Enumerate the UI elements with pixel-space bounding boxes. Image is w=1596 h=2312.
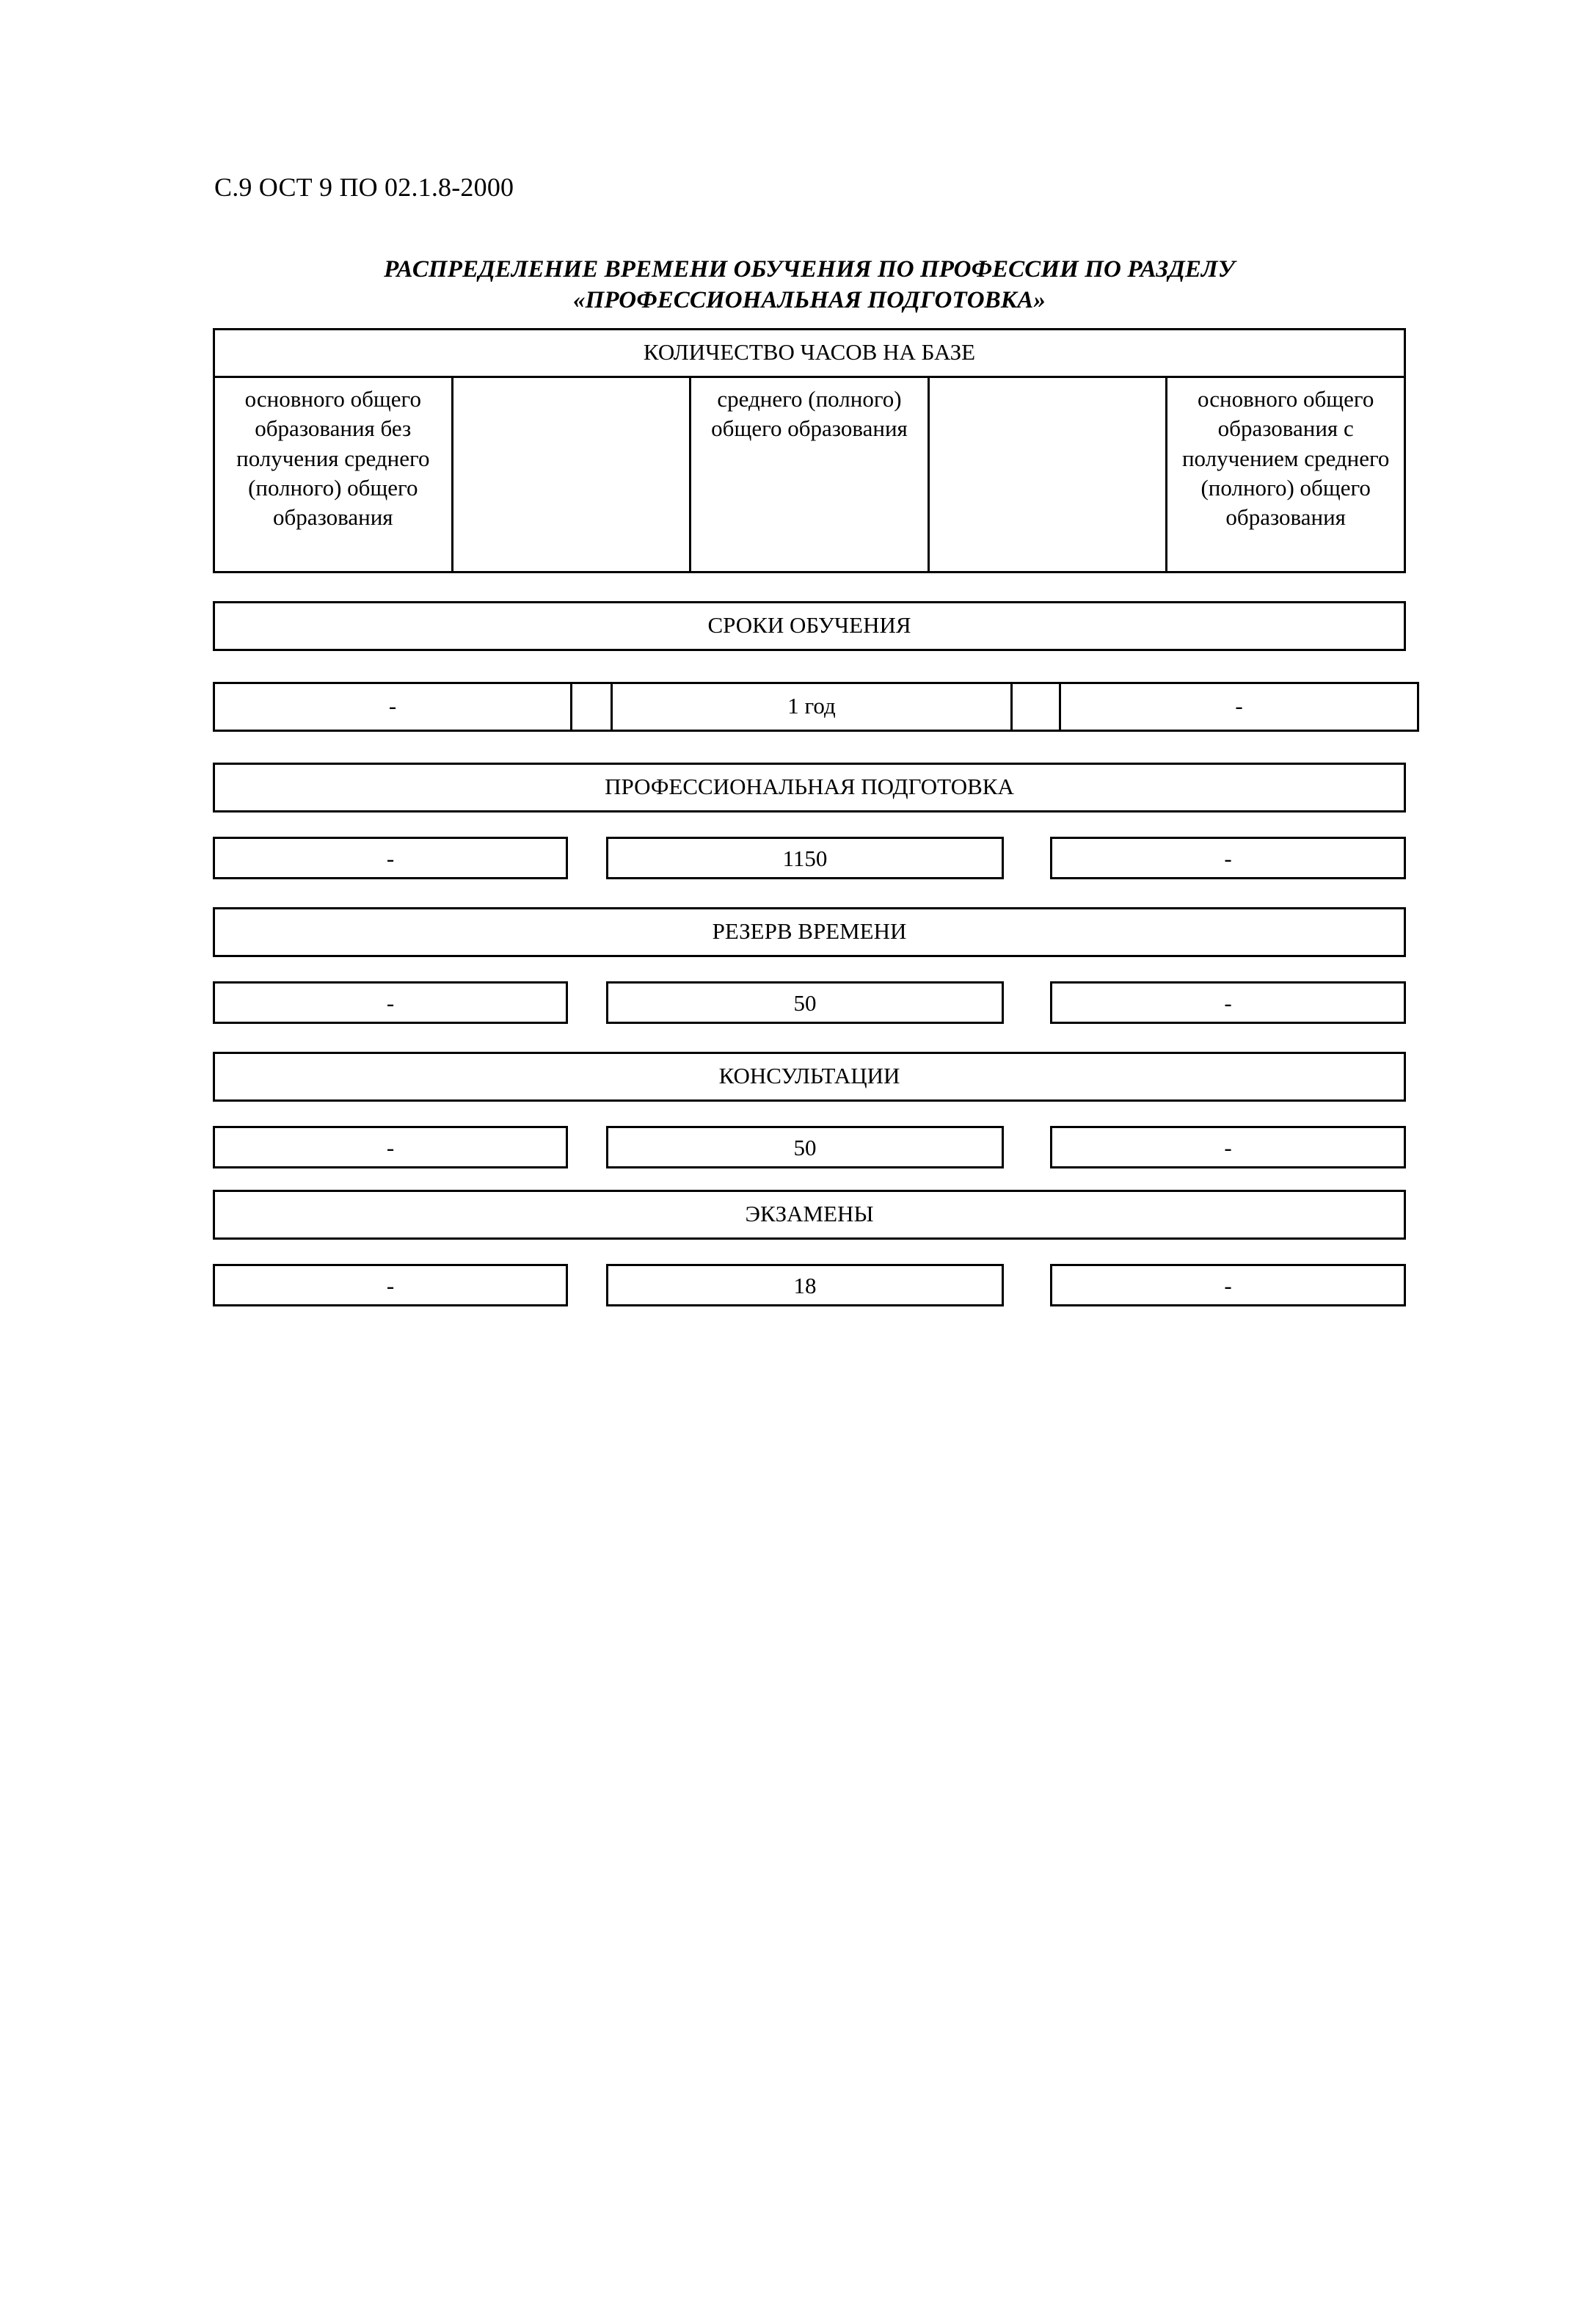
vocational-value-base-3: -: [1050, 837, 1406, 879]
hours-base-spacer-1: [451, 376, 692, 573]
document-title-line-1: РАСПРЕДЕЛЕНИЕ ВРЕМЕНИ ОБУЧЕНИЯ ПО ПРОФЕС…: [384, 256, 1235, 283]
terms-spacer-2: [1010, 682, 1061, 732]
vertical-gap: [213, 651, 1406, 682]
vocational-gap-2: [1004, 837, 1050, 879]
vertical-gap: [213, 813, 1406, 837]
vertical-gap: [213, 1168, 1406, 1190]
section-banner-consultations: КОНСУЛЬТАЦИИ: [213, 1052, 1406, 1102]
section-banner-terms: СРОКИ ОБУЧЕНИЯ: [213, 601, 1406, 651]
terms-spacer-1: [570, 682, 613, 732]
reserve-value-base-1: -: [213, 981, 568, 1024]
consultations-banner-table: КОНСУЛЬТАЦИИ: [213, 1052, 1406, 1102]
vertical-gap: [213, 573, 1406, 601]
vertical-gap: [213, 1240, 1406, 1264]
vocational-value-base-1: -: [213, 837, 568, 879]
tables-container: КОЛИЧЕСТВО ЧАСОВ НА БАЗЕ основного общег…: [213, 328, 1419, 1306]
vertical-gap: [213, 1024, 1406, 1052]
vertical-gap: [213, 957, 1406, 981]
hours-base-table: КОЛИЧЕСТВО ЧАСОВ НА БАЗЕ основного общег…: [213, 328, 1406, 573]
vertical-gap: [213, 1102, 1406, 1126]
consultations-values-row: - 50 -: [213, 1126, 1406, 1168]
reserve-value-base-3: -: [1050, 981, 1406, 1024]
exams-value-base-1: -: [213, 1264, 568, 1306]
consultations-value-base-2: 50: [606, 1126, 1004, 1168]
vertical-gap: [213, 732, 1406, 763]
exams-gap-2: [1004, 1264, 1050, 1306]
vocational-banner-row: ПРОФЕССИОНАЛЬНАЯ ПОДГОТОВКА: [213, 763, 1406, 813]
reserve-value-base-2: 50: [606, 981, 1004, 1024]
hours-base-column-1: основного общего образования без получен…: [213, 376, 453, 573]
consultations-value-base-3: -: [1050, 1126, 1406, 1168]
vertical-gap: [213, 879, 1406, 907]
reserve-banner-table: РЕЗЕРВ ВРЕМЕНИ: [213, 907, 1406, 957]
reserve-banner-row: РЕЗЕРВ ВРЕМЕНИ: [213, 907, 1406, 957]
consultations-gap-1: [568, 1126, 606, 1168]
terms-banner-table: СРОКИ ОБУЧЕНИЯ: [213, 601, 1406, 651]
vocational-value-base-2: 1150: [606, 837, 1004, 879]
exams-value-base-2: 18: [606, 1264, 1004, 1306]
vocational-gap-1: [568, 837, 606, 879]
hours-base-column-3: основного общего образования с получение…: [1165, 376, 1406, 573]
hours-base-columns-row: основного общего образования без получен…: [213, 376, 1406, 573]
terms-value-base-2: 1 год: [611, 682, 1013, 732]
hours-base-banner-row: КОЛИЧЕСТВО ЧАСОВ НА БАЗЕ: [213, 328, 1406, 378]
vocational-banner-table: ПРОФЕССИОНАЛЬНАЯ ПОДГОТОВКА: [213, 763, 1406, 813]
consultations-banner-row: КОНСУЛЬТАЦИИ: [213, 1052, 1406, 1102]
reserve-values-row: - 50 -: [213, 981, 1406, 1024]
document-title-line-2: «ПРОФЕССИОНАЛЬНАЯ ПОДГОТОВКА»: [573, 287, 1046, 314]
hours-base-column-2: среднего (полного) общего образования: [689, 376, 930, 573]
exams-values-row: - 18 -: [213, 1264, 1406, 1306]
consultations-gap-2: [1004, 1126, 1050, 1168]
terms-banner-row: СРОКИ ОБУЧЕНИЯ: [213, 601, 1406, 651]
terms-values-table: - 1 год -: [213, 682, 1419, 732]
terms-value-base-1: -: [213, 682, 572, 732]
consultations-value-base-1: -: [213, 1126, 568, 1168]
hours-base-banner: КОЛИЧЕСТВО ЧАСОВ НА БАЗЕ: [213, 328, 1406, 378]
reserve-gap-1: [568, 981, 606, 1024]
reserve-gap-2: [1004, 981, 1050, 1024]
page-header-running-title: С.9 ОСТ 9 ПО 02.1.8-2000: [214, 172, 514, 202]
exams-banner-row: ЭКЗАМЕНЫ: [213, 1190, 1406, 1240]
exams-value-base-3: -: [1050, 1264, 1406, 1306]
terms-value-base-3: -: [1059, 682, 1419, 732]
section-banner-time-reserve: РЕЗЕРВ ВРЕМЕНИ: [213, 907, 1406, 957]
vocational-values-row: - 1150 -: [213, 837, 1406, 879]
exams-banner-table: ЭКЗАМЕНЫ: [213, 1190, 1406, 1240]
terms-values-row: - 1 год -: [213, 682, 1419, 732]
document-title: РАСПРЕДЕЛЕНИЕ ВРЕМЕНИ ОБУЧЕНИЯ ПО ПРОФЕС…: [213, 254, 1406, 316]
section-banner-vocational-training: ПРОФЕССИОНАЛЬНАЯ ПОДГОТОВКА: [213, 763, 1406, 813]
section-banner-exams: ЭКЗАМЕНЫ: [213, 1190, 1406, 1240]
exams-gap-1: [568, 1264, 606, 1306]
hours-base-spacer-2: [927, 376, 1168, 573]
